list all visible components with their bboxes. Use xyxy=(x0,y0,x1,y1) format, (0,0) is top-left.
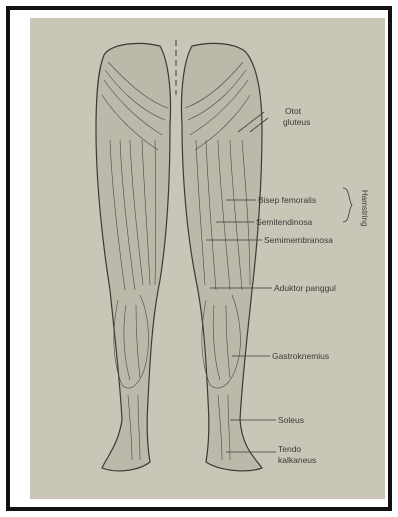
label-bisep-femoralis: Bisep femoralis xyxy=(258,195,316,205)
label-hamstring: Hamstring xyxy=(360,190,369,226)
label-semimembranosa: Semimembranosa xyxy=(264,235,333,245)
right-leg-outline xyxy=(181,43,262,470)
label-soleus: Soleus xyxy=(278,415,304,425)
left-leg-outline xyxy=(96,43,171,470)
label-otot: Otot xyxy=(285,106,302,116)
label-gastroknemius: Gastroknemius xyxy=(272,351,329,361)
label-aduktor-panggul: Aduktor panggul xyxy=(274,283,336,293)
label-semitendinosa: Semitendinosa xyxy=(256,217,313,227)
label-kalkaneus: kalkaneus xyxy=(278,455,316,465)
label-tendo: Tendo xyxy=(278,444,301,454)
label-gluteus: gluteus xyxy=(283,117,310,127)
